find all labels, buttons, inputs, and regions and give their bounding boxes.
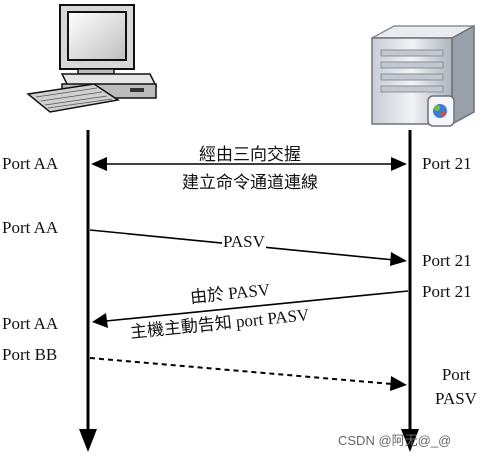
server-port-label-4b: PASV	[435, 389, 477, 408]
message-label-handshake-1: 經由三向交握	[199, 145, 301, 164]
server-port-label-1: Port 21	[422, 154, 472, 173]
message-arrow-port-notify	[92, 290, 409, 328]
server-lifeline-arrowhead	[401, 429, 419, 452]
message-label-pasv: PASV	[222, 232, 266, 252]
desktop-computer-icon	[26, 4, 158, 113]
message-arrow-data-connection	[89, 357, 407, 391]
server-port-label-4a: Port	[441, 365, 471, 384]
message-arrow-handshake	[91, 157, 407, 171]
watermark: CSDN @阿无@_@	[338, 433, 452, 448]
client-port-label-3: Port AA	[2, 314, 59, 333]
server-port-label-2: Port 21	[422, 251, 472, 270]
client-port-label-2: Port AA	[2, 218, 59, 237]
client-port-label-1: Port AA	[2, 154, 59, 173]
tower-server-icon	[371, 24, 475, 127]
server-port-label-3: Port 21	[422, 282, 472, 301]
client-lifeline-arrowhead	[79, 429, 97, 452]
message-label-handshake-2: 建立命令通道連線	[182, 173, 318, 192]
client-port-label-4: Port BB	[2, 345, 58, 364]
